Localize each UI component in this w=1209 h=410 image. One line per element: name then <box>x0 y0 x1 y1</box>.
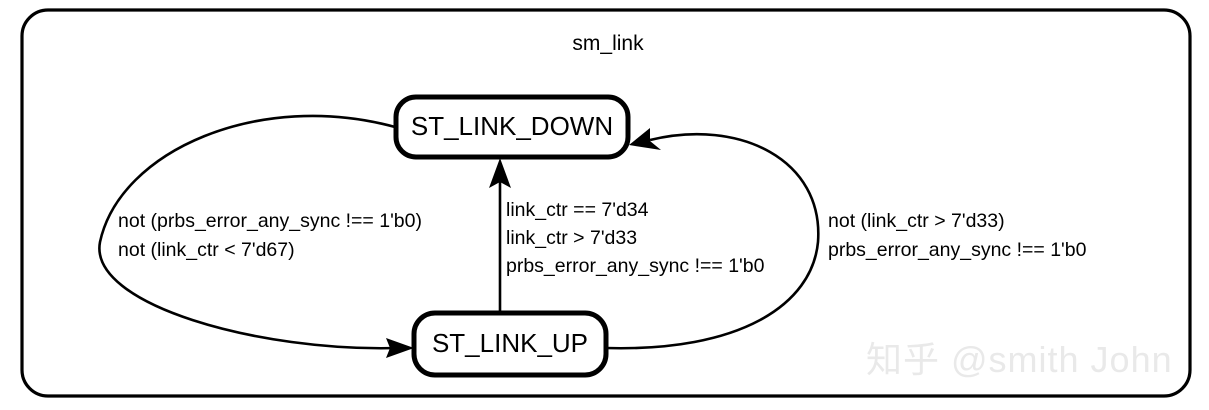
state-st-link-down-label: ST_LINK_DOWN <box>411 111 613 141</box>
page-title: sm_link <box>572 32 644 55</box>
state-st-link-up-box <box>411 310 609 378</box>
transition-up-to-down-right-condition-1: prbs_error_any_sync !== 1'b0 <box>828 239 1087 261</box>
transition-up-to-down-center-condition-1: link_ctr > 7'd33 <box>506 227 637 249</box>
transition-up-to-down-right-arrowhead <box>629 128 661 150</box>
transition-down-to-up-condition-0: not (prbs_error_any_sync !== 1'b0) <box>118 210 422 232</box>
transition-up-to-down-center-label: link_ctr == 7'd34 link_ctr > 7'd33 prbs_… <box>506 199 765 277</box>
transition-up-to-down-right-condition-0: not (link_ctr > 7'd33) <box>828 210 1005 232</box>
state-st-link-down-box <box>393 94 631 160</box>
transition-down-to-up-condition-1: not (link_ctr < 7'd67) <box>118 239 295 261</box>
fsm-frame <box>20 8 1192 398</box>
state-st-link-down[interactable]: ST_LINK_DOWN <box>393 94 631 160</box>
transition-up-to-down-center-condition-2: prbs_error_any_sync !== 1'b0 <box>506 255 765 277</box>
transition-up-to-down-right-path <box>604 132 820 350</box>
transition-up-to-down-center-condition-0: link_ctr == 7'd34 <box>506 199 649 221</box>
transition-down-to-up-label: not (prbs_error_any_sync !== 1'b0) not (… <box>118 210 422 261</box>
state-st-link-up-label: ST_LINK_UP <box>432 328 588 358</box>
transition-down-to-up-path <box>98 114 399 350</box>
transition-up-to-down-center-arrowhead <box>489 158 511 188</box>
transition-down-to-up-arrowhead <box>386 338 414 358</box>
state-st-link-up[interactable]: ST_LINK_UP <box>411 310 609 378</box>
watermark: 知乎 @smith John <box>866 339 1173 380</box>
transition-up-to-down-right-label: not (link_ctr > 7'd33) prbs_error_any_sy… <box>828 210 1087 261</box>
